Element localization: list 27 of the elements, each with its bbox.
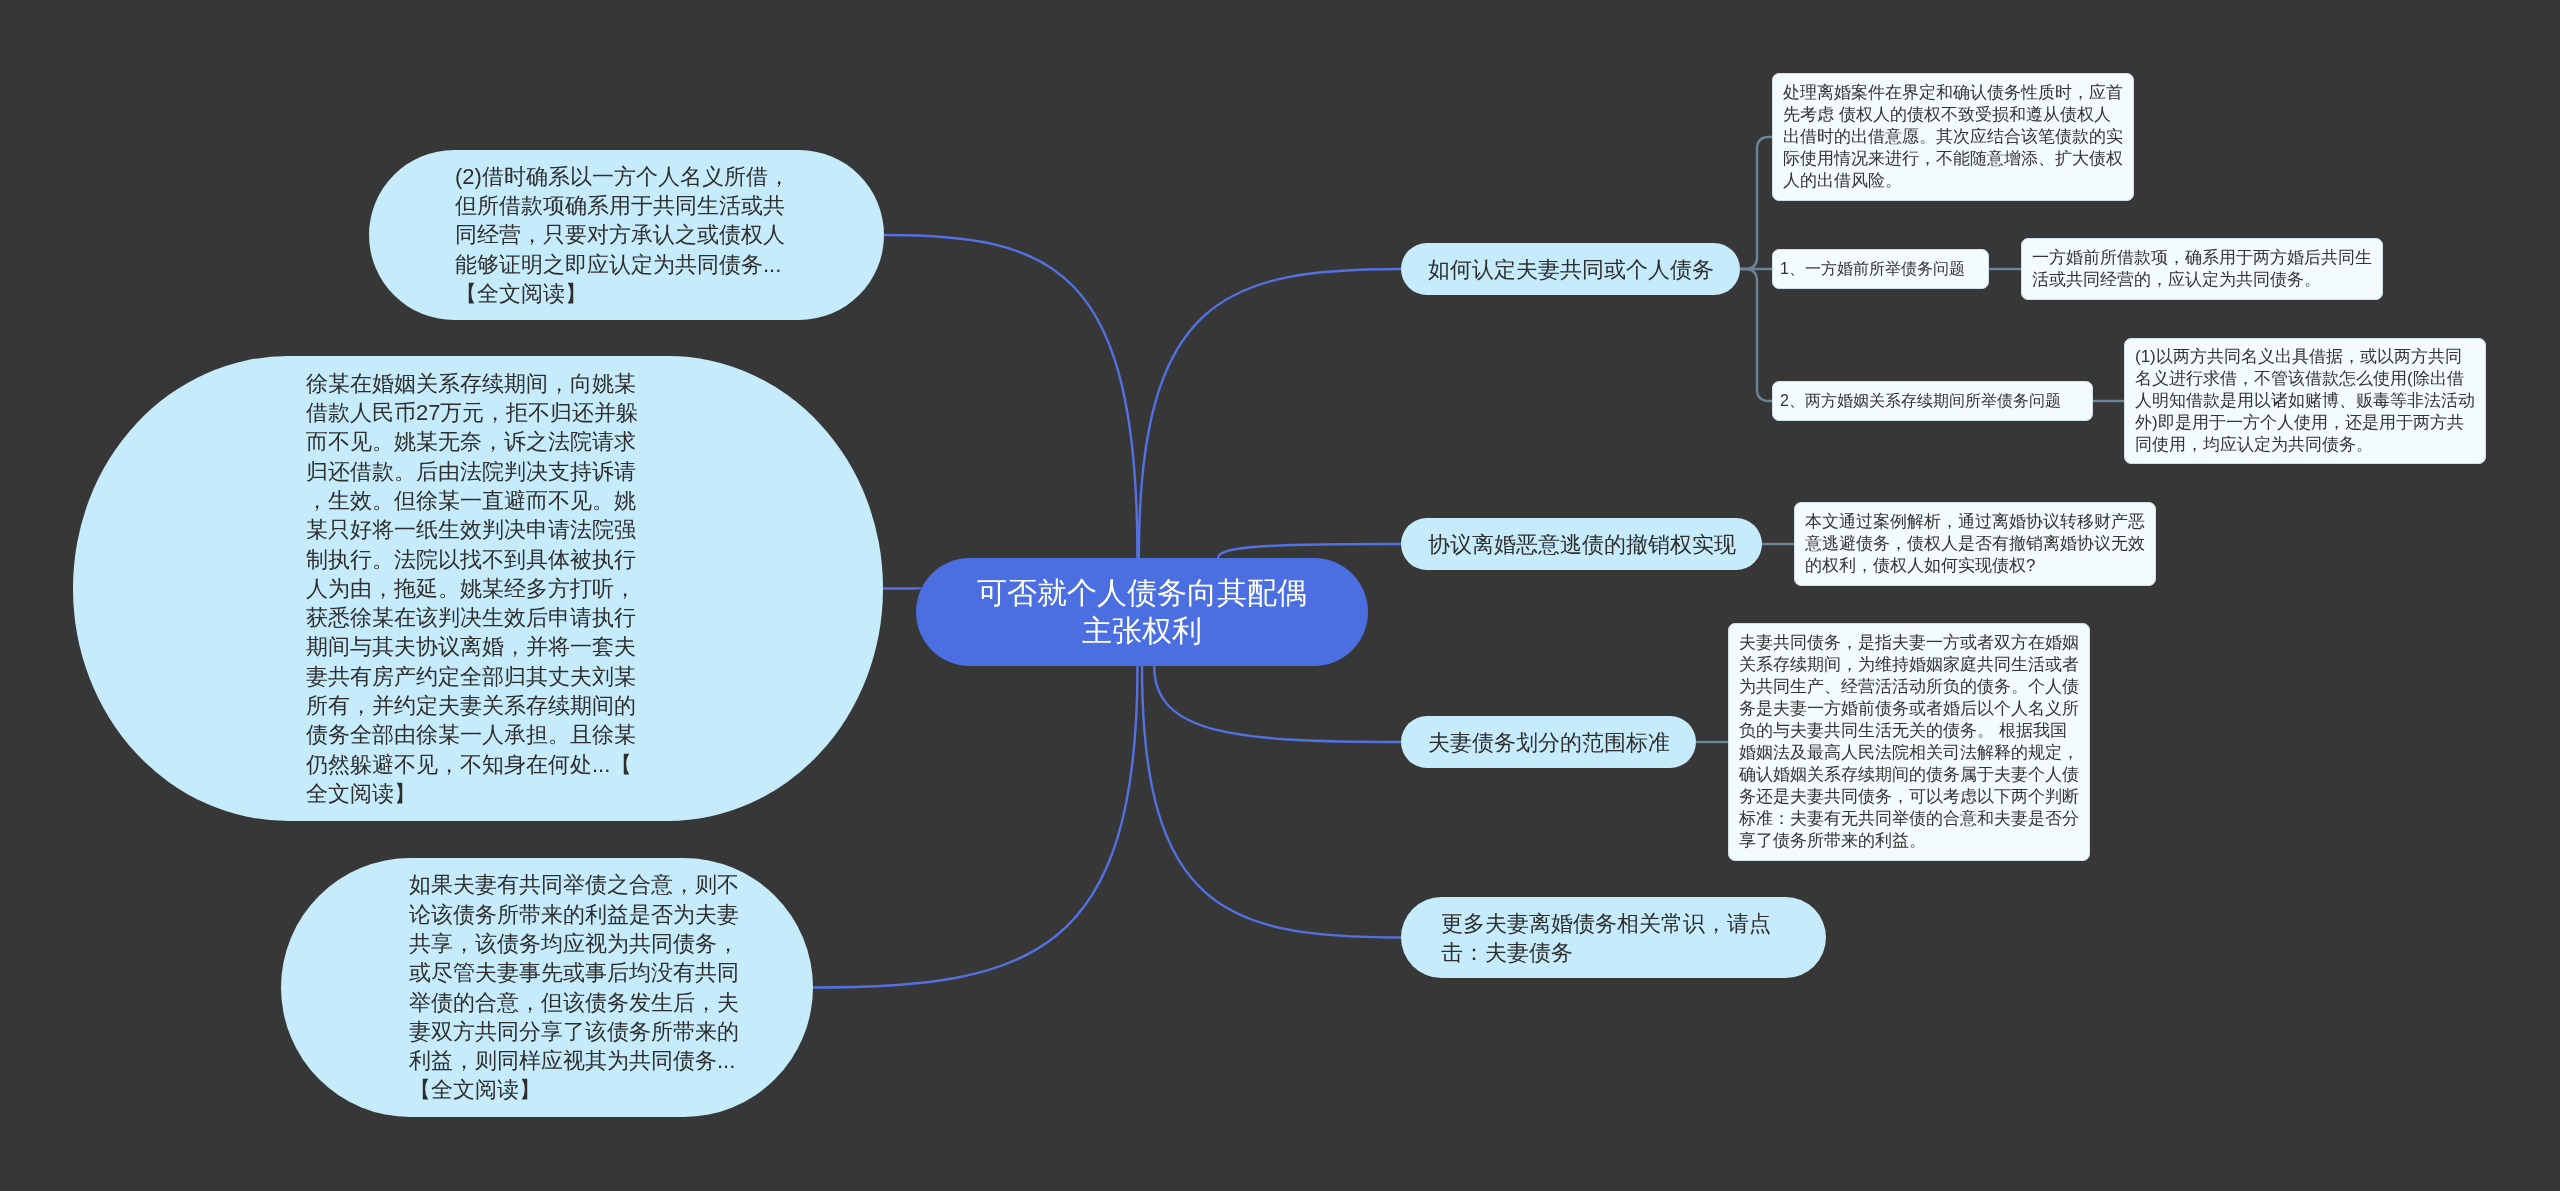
note-box: 一方婚前所借款项，确系用于两方婚后共同生活或共同经营的，应认定为共同债务。 — [2021, 238, 2383, 300]
connector-line — [1989, 267, 2021, 271]
subtopic-box: 2、两方婚姻关系存续期间所举债务问题 — [1772, 381, 2093, 421]
note-box: 处理离婚案件在界定和确认债务性质时，应首先考虑 债权人的债权不致受损和遵从债权人出借时的出借意愿。其次应结合该笔债款的实际使用情况来进行，不能随意增添、扩大债权人的出借风险。 — [1772, 73, 2134, 201]
note-box: 本文通过案例解析，通过离婚协议转移财产恶意逃避债务，债权人是否有撤销离婚协议无效的权利，债权人如何实现债权? — [1794, 502, 2156, 586]
connector-line — [1740, 267, 1772, 403]
connector-line — [1216, 542, 1401, 559]
connector-line — [1153, 665, 1401, 744]
connector-line — [883, 233, 1139, 559]
connector-line — [2093, 399, 2124, 403]
connector-line — [883, 587, 922, 590]
note-box: 夫妻共同债务，是指夫妻一方或者双方在婚姻关系存续期间，为维持婚姻家庭共同生活或者为共同生产、经营活活动所负的债务。个人债务是夫妻一方婚前债务或者婚后以个人名义所负的与夫妻共同生活无关的债务。 根据我国婚姻法及最高人民法院相关司法解释的规定，确认婚姻关系存续期间的债务属于夫妻个人债务还是夫妻共同债务，可以考虑以下两个判断标准：夫妻有无共同举债的合意和夫妻是否分享了债务所带来的利益。 — [1728, 623, 2090, 861]
topic-pill: 如何认定夫妻共同或个人债务 — [1401, 243, 1740, 295]
topic-pill: 更多夫妻离婚债务相关常识，请点击：夫妻债务 — [1401, 897, 1826, 978]
topic-pill: 夫妻债务划分的范围标准 — [1401, 716, 1696, 768]
subtopic-box: 1、一方婚前所举债务问题 — [1772, 249, 1989, 289]
note-box: (1)以两方共同名义出具借据，或以两方共同名义进行求借，不管该借款怎么使用(除出借人明知借款是用以诸如赌博、贩毒等非法活动外)即是用于一方个人使用，还是用于两方共同使用，均应认定为共同债务。 — [2124, 338, 2486, 464]
connector-line — [1696, 740, 1728, 744]
topic-pill: 协议离婚恶意逃债的撤销权实现 — [1401, 518, 1762, 570]
connector-line — [1137, 267, 1401, 559]
central-topic: 可否就个人债务向其配偶主张权利 — [916, 558, 1368, 666]
connector-line — [1140, 665, 1402, 939]
note-bubble: 如果夫妻有共同举债之合意，则不论该债务所带来的利益是否为夫妻共享，该债务均应视为共同债务，或尽管夫妻事先或事后均没有共同举债的合意，但该债务发生后，夫妻双方共同分享了该债务所带来的利益，则同样应视其为共同债务...【全文阅读】 — [281, 858, 813, 1117]
connector-line — [813, 665, 1139, 989]
note-bubble: 徐某在婚姻关系存续期间，向姚某借款人民币27万元，拒不归还并躲而不见。姚某无奈，诉之法院请求归还借款。后由法院判决支持诉请，生效。但徐某一直避而不见。姚某只好将一纸生效判决申请法院强制执行。法院以找不到具体被执行人为由，拖延。姚某经多方打听，获悉徐某在该判决生效后申请执行期间与其夫协议离婚，并将一套夫妻共有房产约定全部归其丈夫刘某所有，并约定夫妻关系存续期间的债务全部由徐某一人承担。且徐某仍然躲避不见，不知身在何处...【全文阅读】 — [73, 356, 883, 821]
note-bubble: (2)借时确系以一方个人名义所借，但所借款项确系用于共同生活或共同经营，只要对方承认之或债权人能够证明之即应认定为共同债务...【全文阅读】 — [369, 150, 884, 320]
connector-line — [1762, 542, 1794, 546]
